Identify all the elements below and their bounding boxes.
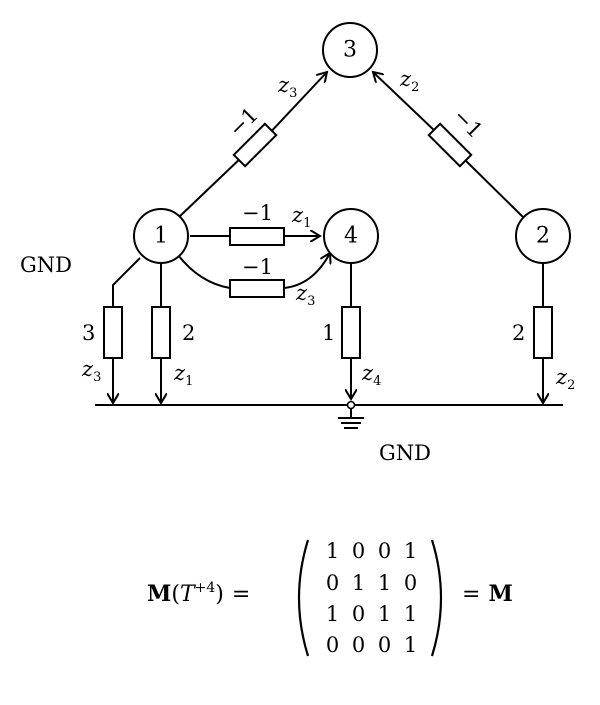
ground-label-left: GND — [20, 253, 72, 277]
matrix-right-bracket — [430, 539, 443, 657]
branch-1-4-top-z: z1 — [291, 203, 311, 231]
branch-1-4-bottom: −1 z3 — [177, 253, 330, 309]
matrix-left-bracket — [297, 539, 310, 657]
branch-2-3-z: z2 — [399, 67, 419, 95]
branch-1-4-bottom-value: −1 — [242, 255, 273, 279]
svg-text:4: 4 — [344, 224, 358, 249]
branch-1-ground-b: 2 z1 — [151, 262, 195, 403]
node-2: 2 — [515, 208, 571, 264]
branch-1-4-top: −1 z1 — [190, 201, 320, 246]
branch-4-ground-value: 1 — [322, 321, 335, 345]
node-3: 3 — [322, 22, 378, 78]
branch-1-ground-b-value: 2 — [182, 321, 195, 345]
resistor-2-ground — [533, 306, 553, 359]
node-4: 4 — [323, 208, 379, 264]
resistor-1-3 — [232, 122, 278, 168]
branch-1-ground-a-z: z3 — [81, 357, 101, 385]
svg-text:2: 2 — [536, 224, 550, 249]
branch-1-ground-a-value: 3 — [82, 321, 95, 345]
branch-1-ground-a: 3 z3 — [81, 257, 141, 403]
ground-bus — [95, 400, 563, 429]
resistor-1-4-top — [229, 227, 285, 246]
branch-1-4-top-value: −1 — [242, 201, 273, 225]
equation-lhs: M(T+4)= — [147, 580, 250, 607]
branch-2-ground-value: 2 — [512, 321, 525, 345]
resistor-4-ground — [341, 306, 361, 359]
equation-rhs: =M — [462, 581, 513, 607]
ground-label-bottom: GND — [379, 441, 431, 465]
branch-4-ground-z: z4 — [361, 361, 381, 389]
branch-2-ground: 2 z2 — [512, 262, 575, 403]
branch-4-ground: 1 z4 — [322, 262, 381, 399]
ground-junction — [346, 400, 356, 410]
branch-1-ground-b-z: z1 — [173, 361, 193, 389]
branch-2-ground-z: z2 — [555, 365, 575, 393]
resistor-1-ground-a — [103, 306, 123, 359]
svg-text:1: 1 — [154, 224, 168, 249]
resistor-1-4-bottom — [229, 279, 285, 298]
branch-2-3: −1 z2 — [373, 67, 525, 219]
resistor-1-ground-b — [151, 306, 171, 359]
branch-1-3: −1 z3 — [177, 72, 327, 219]
branch-1-4-bottom-z: z3 — [295, 281, 315, 309]
node-1: 1 — [133, 208, 189, 264]
svg-text:3: 3 — [343, 38, 357, 63]
branch-1-3-z: z3 — [277, 73, 297, 101]
resistor-2-3 — [427, 122, 473, 168]
